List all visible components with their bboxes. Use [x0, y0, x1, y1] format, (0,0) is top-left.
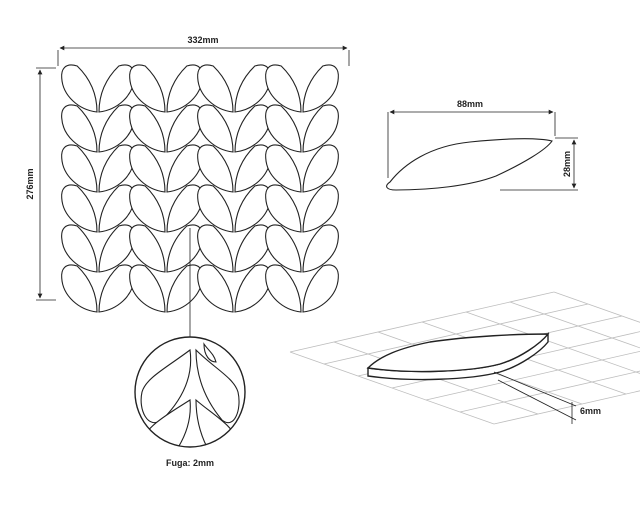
joint-detail-zoom: Fuga: 2mm [134, 336, 246, 468]
leaf-tile-left [265, 264, 302, 313]
leaf-tile-right [98, 104, 135, 153]
leaf-tile-right [302, 144, 339, 193]
leaf-tile-right [302, 104, 339, 153]
panel-width-dimension: 332mm [57, 35, 350, 66]
leaf-tile-left [61, 184, 98, 233]
leaf-tile-right [166, 144, 203, 193]
leaf-tile-right [98, 184, 135, 233]
leaf-tile-right [166, 264, 203, 313]
tile-top-outline [386, 138, 553, 191]
leaf-tile-right [302, 264, 339, 313]
leaf-tile-left [129, 224, 166, 273]
leaf-tile-right [302, 64, 339, 113]
leaf-tile-left [197, 64, 234, 113]
grid-line [425, 350, 640, 401]
tile-width-label: 28mm [562, 151, 572, 177]
leaf-tile-right [166, 224, 203, 273]
leaf-tile-left [197, 144, 234, 193]
panel-height-dimension: 276mm [25, 67, 56, 301]
leaf-tile-right [98, 144, 135, 193]
joint-label: Fuga: 2mm [166, 458, 214, 468]
leaf-tile-right [166, 184, 203, 233]
leaf-tile-right [98, 64, 135, 113]
leaf-tile-left [129, 144, 166, 193]
leaf-tile-left [129, 264, 166, 313]
leaf-tile-left [61, 104, 98, 153]
leaf-tile-left [61, 64, 98, 113]
leaf-tile-right [166, 104, 203, 153]
leaf-tile-left [197, 224, 234, 273]
leaf-tile-right [234, 184, 271, 233]
leaf-tile-left [61, 264, 98, 313]
leaf-tile-left [197, 104, 234, 153]
leaf-tile-left [265, 64, 302, 113]
leaf-tile-left [129, 64, 166, 113]
leaf-mosaic-panel [61, 64, 339, 313]
leaf-tile-left [265, 104, 302, 153]
grid-line [459, 370, 640, 413]
leaf-tile-left [129, 104, 166, 153]
tile-thickness-label: 6mm [580, 406, 601, 416]
isometric-grid [289, 291, 640, 425]
single-tile-top-view: 88mm 28mm [386, 99, 578, 191]
tile-3d [366, 332, 550, 381]
leaf-tile-right [234, 224, 271, 273]
grid-line [289, 291, 555, 353]
leaf-tile-right [166, 64, 203, 113]
leaf-tile-right [302, 224, 339, 273]
leaf-tile-left [265, 224, 302, 273]
leaf-tile-left [197, 264, 234, 313]
leaf-tile-left [61, 144, 98, 193]
grid-line [493, 390, 640, 425]
tile-length-label: 88mm [457, 99, 483, 109]
leaf-tile-left [265, 184, 302, 233]
leaf-tile-right [98, 224, 135, 273]
leaf-tile-right [234, 104, 271, 153]
isometric-tile-view: 6mm [289, 291, 640, 425]
leaf-tile-right [234, 144, 271, 193]
leaf-tile-left [61, 224, 98, 273]
leaf-tile-right [302, 184, 339, 233]
panel-width-label: 332mm [187, 35, 218, 45]
leaf-tile-right [234, 64, 271, 113]
grid-line [323, 303, 589, 365]
leaf-tile-right [98, 264, 135, 313]
leaf-tile-left [265, 144, 302, 193]
leaf-tile-left [129, 184, 166, 233]
leaf-tile-left [197, 184, 234, 233]
leaf-tile-right [234, 264, 271, 313]
grid-line [553, 291, 640, 323]
panel-height-label: 276mm [25, 168, 35, 199]
